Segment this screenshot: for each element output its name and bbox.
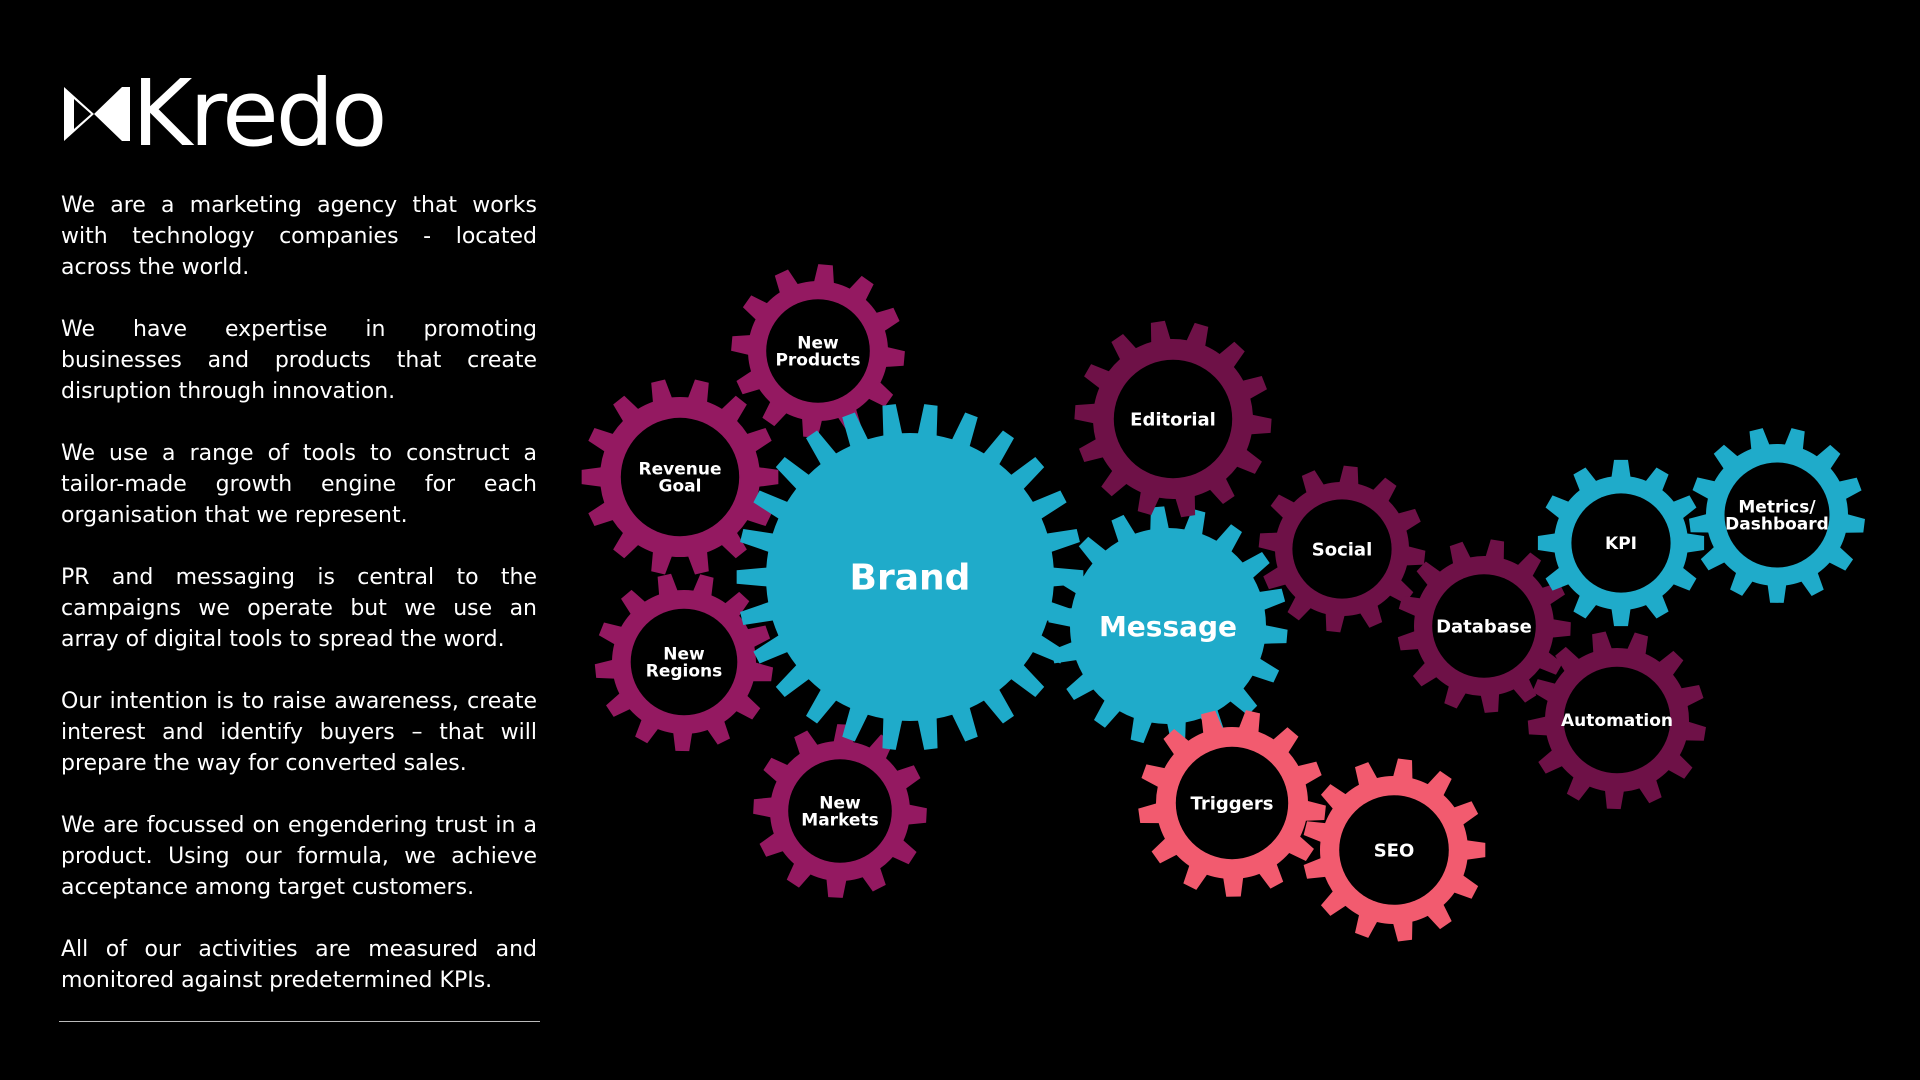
gear-kpi-label: KPI (1605, 534, 1637, 554)
gear-label-line: Markets (801, 811, 878, 831)
intro-paragraph: We are focussed on engendering trust in … (61, 813, 537, 900)
gear-label-line: New (797, 333, 839, 353)
gear-brand-body (736, 404, 1084, 750)
gear-label-line: New (819, 794, 861, 814)
gear-label-line: New (663, 645, 705, 665)
gear-label-line: Database (1436, 616, 1532, 637)
gear-new-products-hub (766, 299, 870, 403)
gear-automation-hub (1563, 666, 1671, 774)
gear-social-label: Social (1312, 539, 1373, 560)
gear-new-markets-hub (788, 759, 892, 863)
gear-database-label: Database (1436, 616, 1532, 637)
gear-label-line: Automation (1561, 711, 1673, 731)
gear-label-line: Brand (850, 558, 971, 599)
gear-label-line: SEO (1374, 840, 1415, 861)
gear-triggers: Triggers (1138, 710, 1326, 897)
intro-paragraph: Our intention is to raise awareness, cre… (61, 689, 537, 776)
gear-kpi: KPI (1537, 459, 1705, 627)
intro-paragraph: We use a range of tools to construct a t… (61, 441, 537, 528)
divider-line (59, 1021, 540, 1022)
logo-text: Kredo (132, 60, 387, 167)
gear-seo-hub (1339, 795, 1449, 905)
gear-label-line: Editorial (1130, 409, 1216, 430)
gear-editorial-hub (1113, 359, 1233, 479)
intro-paragraph: We have expertise in promoting businesse… (61, 317, 537, 404)
intro-copy: We are a marketing agency that works wit… (61, 190, 537, 1027)
gear-seo-label: SEO (1374, 840, 1415, 861)
gear-brand: Brand (736, 404, 1084, 750)
gear-label-line: Message (1099, 610, 1237, 643)
intro-paragraph: All of our activities are measured and m… (61, 937, 537, 993)
gear-automation: Automation (1527, 631, 1706, 810)
intro-paragraph: PR and messaging is central to the campa… (61, 565, 537, 652)
gear-message-label: Message (1099, 610, 1237, 643)
gear-metrics-dashboard-label: Metrics/Dashboard (1725, 498, 1829, 535)
gear-seo: SEO (1303, 758, 1486, 942)
gear-label-line: Goal (659, 476, 702, 496)
kredo-logo-icon (64, 87, 130, 141)
gear-editorial: Editorial (1074, 320, 1272, 518)
gear-automation-label: Automation (1561, 711, 1673, 731)
intro-paragraph: We are a marketing agency that works wit… (61, 193, 537, 280)
gear-database-hub (1432, 574, 1536, 678)
gear-label-line: KPI (1605, 534, 1637, 554)
gear-label-line: Products (775, 350, 860, 370)
gear-label-line: Regions (646, 662, 723, 682)
gear-label-line: Dashboard (1725, 515, 1829, 535)
gear-label-line: Triggers (1191, 793, 1274, 814)
gear-social: Social (1258, 465, 1426, 633)
gear-message: Message (1048, 506, 1288, 746)
gear-metrics-dashboard-hub (1724, 462, 1830, 568)
gear-message-body (1048, 506, 1288, 746)
gear-brand-label: Brand (850, 558, 971, 599)
gear-label-line: Social (1312, 539, 1373, 560)
gear-revenue-goal-hub (620, 417, 740, 537)
gear-triggers-hub (1175, 746, 1289, 860)
gear-database: Database (1397, 539, 1571, 713)
gear-label-line: Metrics/ (1738, 498, 1816, 518)
gear-metrics-dashboard: Metrics/Dashboard (1689, 428, 1865, 603)
gear-kpi-hub (1571, 493, 1671, 593)
kredo-logo: Kredo (64, 60, 387, 167)
gear-social-hub (1292, 499, 1392, 599)
gear-triggers-label: Triggers (1191, 793, 1274, 814)
gear-editorial-label: Editorial (1130, 409, 1216, 430)
gear-label-line: Revenue (639, 459, 722, 479)
gear-new-regions-hub (630, 608, 738, 716)
